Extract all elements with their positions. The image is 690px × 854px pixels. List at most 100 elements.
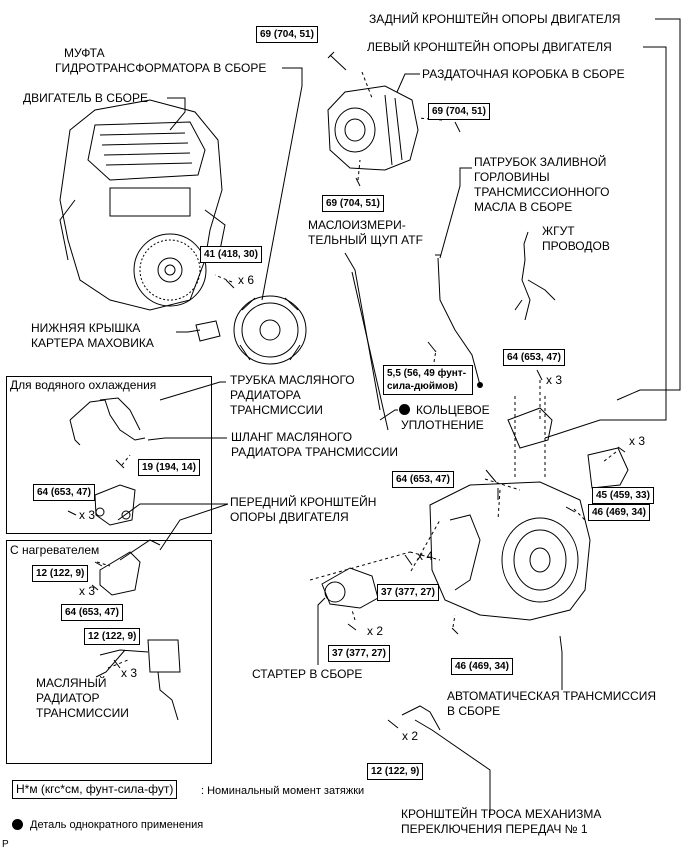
label-oil-cooler-2: РАДИАТОР <box>36 691 100 705</box>
harness-drawing <box>514 259 556 321</box>
torque-box: 64 (653, 47) <box>392 471 454 488</box>
label-cooler-tube-2: РАДИАТОРА <box>230 388 301 402</box>
leader-auto-trans <box>559 635 563 690</box>
label-flywheel-2: КАРТЕРА МАХОВИКА <box>31 336 154 350</box>
label-oil-cooler-3: ТРАНСМИССИИ <box>36 706 129 720</box>
torque-converter-drawing <box>233 295 307 365</box>
leader-engine <box>167 97 186 131</box>
label-cooler-hose-2: РАДИАТОРА ТРАНСМИССИИ <box>231 445 399 459</box>
label-harness-1: ЖГУТ <box>542 224 575 238</box>
label-filler-1: ПАТРУБОК ЗАЛИВНОЙ <box>474 155 607 169</box>
front-mount-water-drawing <box>94 484 136 526</box>
label-filler-4: МАСЛА В СБОРЕ <box>474 200 573 214</box>
label-front-mount-1: ПЕРЕДНИЙ КРОНШТЕЙН <box>230 495 377 509</box>
leader-shift-bracket <box>414 719 491 815</box>
legend-torque-desc: : Номинальный момент затяжки <box>201 785 365 797</box>
label-oring-2: УПЛОТНЕНИЕ <box>401 418 484 432</box>
engine-drawing <box>59 99 226 311</box>
filler-tube-drawing <box>437 257 481 386</box>
starter-drawing <box>321 567 379 609</box>
torque-box: 12 (122, 9) <box>367 763 424 780</box>
qty-label: x 3 <box>79 584 96 598</box>
oil-cooler-drawing <box>147 639 181 673</box>
torque-box: 69 (704, 51) <box>428 103 490 120</box>
qty-label: x 3 <box>121 666 138 680</box>
label-starter: СТАРТЕР В СБОРЕ <box>252 667 363 681</box>
label-front-mount-2: ОПОРЫ ДВИГАТЕЛЯ <box>230 510 349 524</box>
leader-cooler-hose <box>147 437 227 441</box>
label-oring-1: КОЛЬЦЕВОЕ <box>416 403 490 417</box>
leader-oring <box>379 409 398 421</box>
panel-heater-title: С нагревателем <box>10 543 100 557</box>
qty-label: x 3 <box>79 508 96 522</box>
qty-label: x 3 <box>546 373 563 387</box>
label-flywheel-1: НИЖНЯЯ КРЫШКА <box>31 321 141 335</box>
qty-label: x 2 <box>402 729 419 743</box>
torque-box: 69 (704, 51) <box>256 26 318 43</box>
legend-torque-key: Н*м (кгс*см, фунт-сила-фут) <box>12 780 178 799</box>
torque-box: 37 (377, 27) <box>328 645 390 662</box>
label-filler-3: ТРАНСМИССИОННОГО <box>474 185 610 199</box>
label-cooler-tube-1: ТРУБКА МАСЛЯНОГО <box>230 373 355 387</box>
label-rear-mount: ЗАДНИЙ КРОНШТЕЙН ОПОРЫ ДВИГАТЕЛЯ <box>369 12 621 26</box>
label-dipstick-2: ТЕЛЬНЫЙ ЩУП ATF <box>308 233 423 247</box>
qty-label: x 6 <box>238 273 255 287</box>
torque-box: 46 (469, 34) <box>588 504 650 521</box>
rear-mount-bracket-drawing <box>587 447 629 489</box>
leader-converter <box>261 67 303 301</box>
leader-starter <box>317 597 326 665</box>
torque-box: 45 (459, 33) <box>592 487 654 504</box>
transmission-drawing <box>429 481 591 621</box>
label-shift-bracket-2: ПЕРЕКЛЮЧЕНИЯ ПЕРЕДАЧ № 1 <box>401 822 588 836</box>
leader-rear-mount <box>616 18 681 401</box>
leader-flywheel <box>176 329 201 333</box>
leader-front-mount <box>117 503 228 521</box>
qty-label: x 4 <box>417 549 434 563</box>
torque-box: 37 (377, 27) <box>377 584 439 601</box>
label-auto-trans-2: В СБОРЕ <box>447 704 501 718</box>
label-converter-2: ГИДРОТРАНСФОРМАТОРА В СБОРЕ <box>55 61 267 75</box>
leader-cooler <box>95 649 126 678</box>
panel-heater <box>6 540 212 764</box>
torque-box: 46 (469, 34) <box>451 658 513 675</box>
leader-cooler-tube <box>159 381 226 401</box>
leader-filler <box>439 167 472 259</box>
torque-box: 64 (653, 47) <box>33 484 95 501</box>
leader-transfer <box>396 73 420 93</box>
label-oil-cooler-1: МАСЛЯНЫЙ <box>36 676 107 690</box>
left-mount-bracket-drawing <box>507 407 553 449</box>
torque-box: 12 (122, 9) <box>32 565 89 582</box>
legend-non-reusable-dot <box>12 819 23 830</box>
leader-left-mount <box>544 46 667 439</box>
label-auto-trans-1: АВТОМАТИЧЕСКАЯ ТРАНСМИССИЯ <box>447 689 656 703</box>
cooler-tube-drawing <box>69 397 146 441</box>
leader-harness <box>523 231 529 261</box>
label-cooler-tube-3: ТРАНСМИССИИ <box>230 403 323 417</box>
torque-box: 12 (122, 9) <box>84 628 141 645</box>
torque-box: 19 (194, 14) <box>138 459 200 476</box>
label-converter-1: МУФТА <box>64 46 105 60</box>
label-harness-2: ПРОВОДОВ <box>542 239 610 253</box>
leader-dipstick <box>344 252 381 411</box>
legend-non-reusable-text: Деталь однократного применения <box>30 819 204 831</box>
shift-bracket-drawing <box>401 705 441 731</box>
label-cooler-hose-1: ШЛАНГ МАСЛЯНОГО <box>231 430 353 444</box>
bolts <box>67 51 626 729</box>
panel-water-cooling <box>6 376 212 534</box>
torque-box: 69 (704, 51) <box>322 195 384 212</box>
label-shift-bracket-1: КРОНШТЕЙН ТРОСА МЕХАНИЗМА <box>401 807 602 821</box>
transfer-case-drawing <box>327 85 419 171</box>
qty-label: x 3 <box>629 434 646 448</box>
label-filler-2: ГОРЛОВИНЫ <box>474 170 550 184</box>
panel-water-cooling-title: Для водяного охлаждения <box>10 378 157 392</box>
label-dipstick-1: МАСЛОИЗМЕРИ- <box>308 218 406 232</box>
flywheel-cover-drawing <box>195 320 221 342</box>
qty-label: x 2 <box>367 624 384 638</box>
label-engine: ДВИГАТЕЛЬ В СБОРЕ <box>23 91 149 105</box>
torque-box: 64 (653, 47) <box>503 349 565 366</box>
torque-box: 41 (418, 30) <box>200 246 262 263</box>
label-left-mount: ЛЕВЫЙ КРОНШТЕЙН ОПОРЫ ДВИГАТЕЛЯ <box>367 40 612 54</box>
label-transfer-case: РАЗДАТОЧНАЯ КОРОБКА В СБОРЕ <box>422 67 625 81</box>
torque-box: 5,5 (56, 49 фунт-сила-дюймов) <box>383 365 473 395</box>
footer-code: P <box>2 839 9 850</box>
